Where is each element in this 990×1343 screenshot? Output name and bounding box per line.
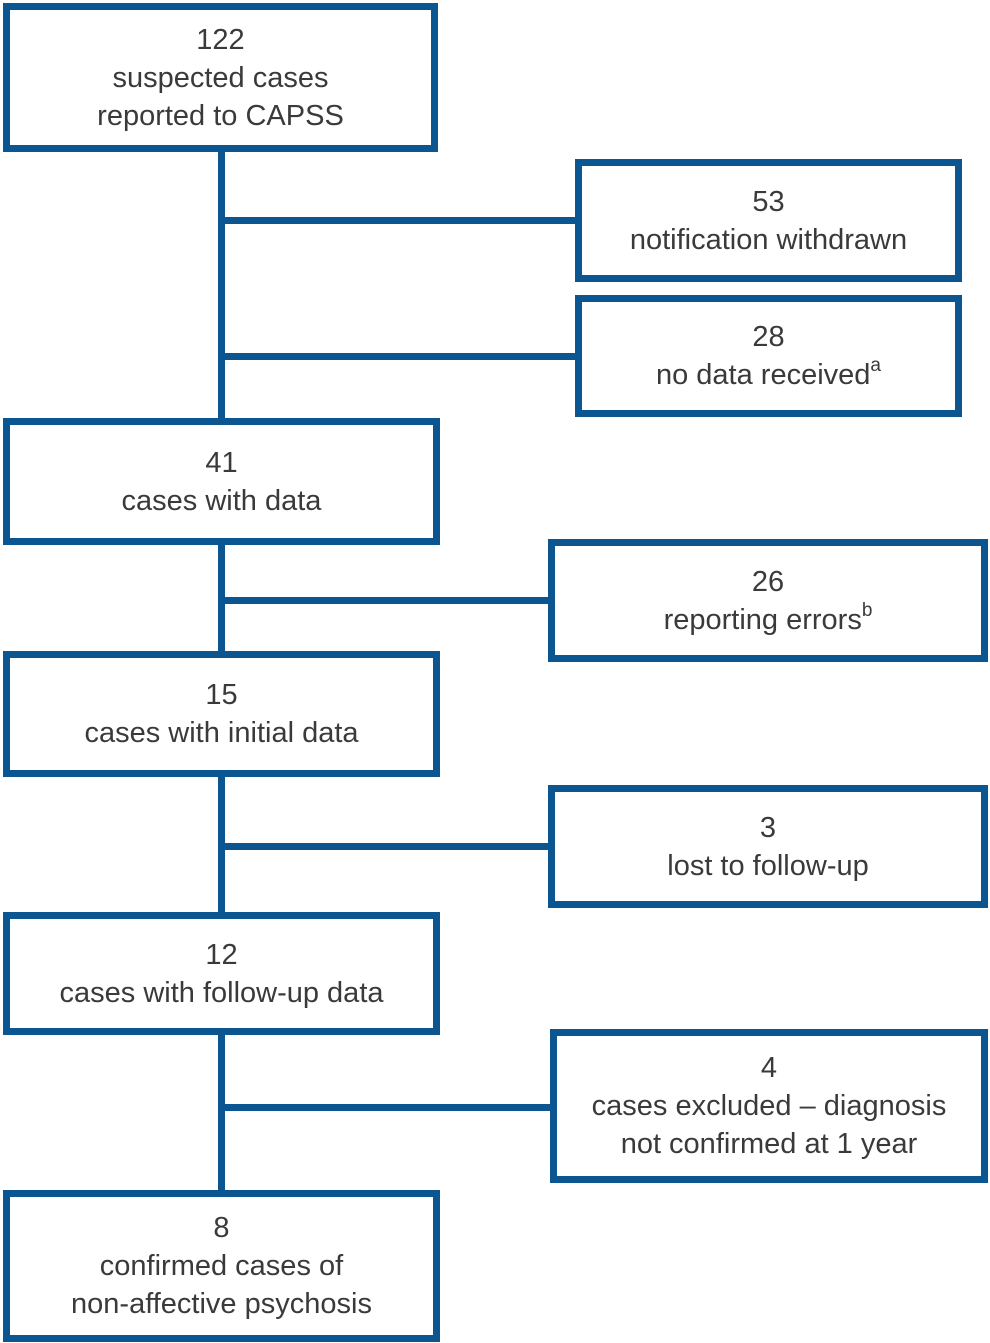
- connector-branch-reporting-errors: [218, 597, 551, 604]
- box-no-data-received: 28 no data receiveda: [575, 295, 962, 417]
- box-label: no data receiveda: [656, 356, 881, 394]
- box-reporting-errors: 26 reporting errorsb: [548, 539, 988, 662]
- case-count: 28: [752, 321, 785, 353]
- box-label: cases with initial data: [84, 714, 358, 752]
- box-label-text: reporting errors: [663, 603, 862, 636]
- connector-branch-excluded: [218, 1104, 553, 1111]
- box-cases-excluded: 4 cases excluded – diagnosis not confirm…: [550, 1029, 988, 1183]
- connector-vertical-4: [218, 1032, 225, 1194]
- box-label-text: lost to follow-up: [667, 849, 869, 882]
- connector-vertical-1: [218, 150, 225, 422]
- box-label-text: confirmed cases of: [99, 1250, 344, 1282]
- box-label: cases excluded – diagnosis: [592, 1087, 947, 1125]
- case-count: 3: [759, 811, 777, 844]
- case-count: 53: [752, 185, 785, 218]
- box-label-text: not confirmed at 1 year: [620, 1128, 918, 1160]
- connector-branch-lost: [218, 843, 551, 850]
- box-label-text: suspected cases: [112, 61, 329, 94]
- box-label: not confirmed at 1 year: [621, 1125, 918, 1163]
- case-count: 26: [751, 565, 785, 598]
- box-label-text: cases with data: [121, 484, 322, 517]
- box-label: cases with data: [122, 482, 322, 520]
- box-label: notification withdrawn: [630, 221, 907, 259]
- case-count: 8: [213, 1212, 230, 1244]
- box-label-text: non-affective psychosis: [71, 1288, 372, 1320]
- box-label: cases with follow-up data: [60, 974, 384, 1012]
- case-count: 12: [205, 938, 238, 971]
- box-lost-to-follow-up: 3 lost to follow-up: [548, 785, 988, 908]
- box-cases-with-initial-data: 15 cases with initial data: [3, 651, 440, 777]
- case-count: 122: [196, 23, 245, 56]
- box-cases-with-follow-up-data: 12 cases with follow-up data: [3, 912, 440, 1035]
- box-confirmed-cases: 8 confirmed cases of non-affective psych…: [3, 1190, 440, 1342]
- box-label-text: cases excluded – diagnosis: [591, 1090, 947, 1122]
- case-count: 15: [205, 679, 238, 711]
- connector-branch-withdrawn: [218, 217, 578, 224]
- box-label: lost to follow-up: [667, 847, 869, 885]
- box-label: non-affective psychosis: [71, 1285, 372, 1323]
- box-label-text: cases with follow-up data: [59, 976, 384, 1009]
- box-label-text: reported to CAPSS: [97, 99, 344, 132]
- box-notification-withdrawn: 53 notification withdrawn: [575, 159, 962, 282]
- box-label-text: no data received: [655, 359, 871, 391]
- box-label-text: notification withdrawn: [629, 223, 908, 256]
- box-reported-to-capss: 122 suspected cases reported to CAPSS: [3, 3, 438, 152]
- box-label: reported to CAPSS: [97, 97, 344, 135]
- box-label: suspected cases: [112, 59, 328, 97]
- footnote-marker-a: a: [870, 355, 881, 376]
- box-label-text: cases with initial data: [84, 717, 359, 749]
- box-label: reporting errorsb: [664, 601, 873, 639]
- case-count: 41: [205, 446, 238, 479]
- case-count: 4: [760, 1052, 778, 1084]
- box-label: confirmed cases of: [100, 1247, 343, 1285]
- connector-branch-no-data: [218, 353, 578, 360]
- footnote-marker-b: b: [861, 599, 873, 621]
- box-cases-with-data: 41 cases with data: [3, 418, 440, 545]
